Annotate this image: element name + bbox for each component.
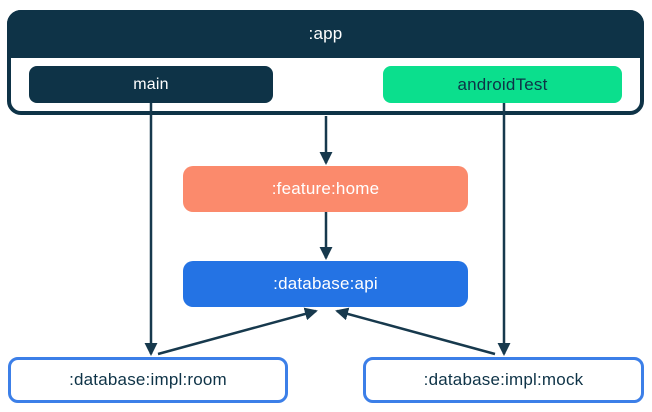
node-feature-home: :feature:home	[183, 166, 468, 212]
node-database-impl-mock: :database:impl:mock	[363, 357, 644, 403]
node-androidtest-source-set: androidTest	[383, 66, 622, 103]
node-androidtest-label: androidTest	[457, 74, 548, 94]
edge-database-impl-mock-to-database-api	[335, 307, 496, 356]
node-database-impl-room-label: :database:impl:room	[69, 370, 227, 389]
app-module-header: :app	[7, 10, 644, 58]
node-main-label: main	[133, 75, 169, 93]
edge-database-impl-room-to-database-api	[157, 307, 318, 356]
node-database-impl-room: :database:impl:room	[8, 357, 288, 403]
node-database-impl-mock-label: :database:impl:mock	[423, 370, 584, 389]
node-feature-home-label: :feature:home	[271, 179, 380, 198]
node-database-api-label: :database:api	[273, 274, 378, 293]
app-module-label: :app	[308, 24, 343, 43]
node-main-source-set: main	[29, 66, 273, 103]
node-database-api: :database:api	[183, 261, 468, 307]
